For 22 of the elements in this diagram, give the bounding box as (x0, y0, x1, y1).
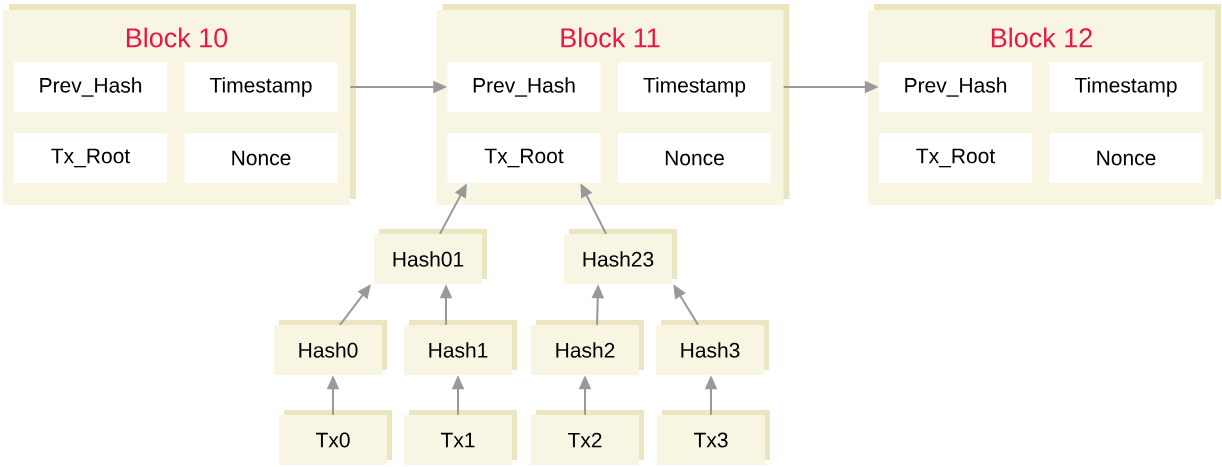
field-box: Tx_Root (447, 133, 601, 183)
field-box: Prev_Hash (879, 62, 1032, 112)
hash-box: Tx1 (404, 410, 517, 465)
field-box: Prev_Hash (447, 62, 601, 112)
field-box: Timestamp (184, 62, 338, 112)
hash-box: Hash1 (404, 320, 517, 375)
hash-box: Tx3 (657, 410, 770, 465)
field-box: Nonce (618, 133, 771, 183)
hash-box: Hash3 (656, 320, 769, 375)
hash-box: Hash23 (564, 229, 677, 284)
field-box: Nonce (1049, 133, 1203, 183)
hash-box: Tx0 (279, 410, 392, 465)
field-box: Timestamp (1049, 62, 1203, 112)
field-box: Nonce (184, 133, 338, 183)
hash-box: Hash0 (274, 320, 387, 375)
field-box: Timestamp (618, 62, 771, 112)
field-box: Tx_Root (879, 133, 1032, 183)
hash-box: Hash01 (374, 229, 487, 284)
field-box: Prev_Hash (14, 62, 167, 112)
field-box: Tx_Root (14, 133, 167, 183)
hash-box: Tx2 (531, 410, 644, 465)
hash-box: Hash2 (531, 320, 644, 375)
